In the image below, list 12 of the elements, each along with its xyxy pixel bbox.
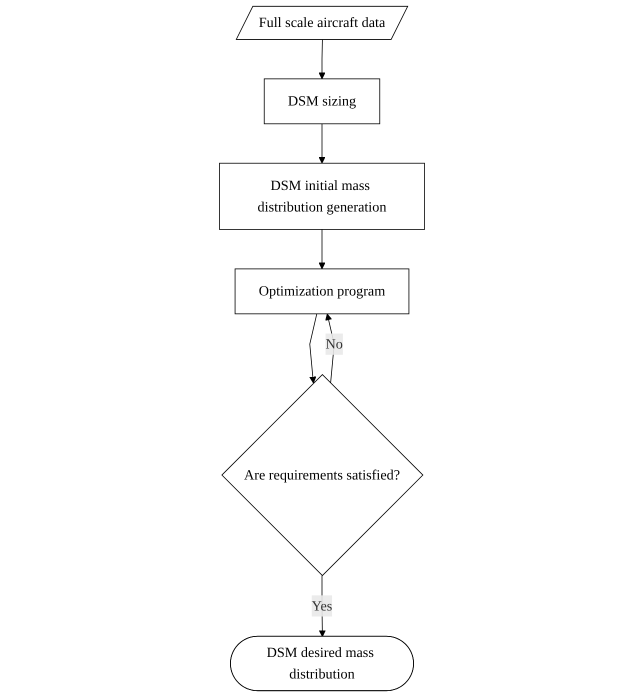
arrow <box>318 123 325 164</box>
arrow <box>318 575 326 637</box>
node-diamond: Are requirements satisfied? <box>220 374 423 576</box>
node-box: DSM sizing <box>263 78 380 124</box>
edge-label: No <box>325 336 342 352</box>
node-box: DSM initial mass distribution generation <box>218 162 424 230</box>
arrow <box>318 229 325 270</box>
edge-label: Yes <box>311 598 332 614</box>
arrow <box>318 39 325 80</box>
arrow <box>324 314 334 384</box>
arrow <box>308 313 317 384</box>
node-box: Optimization program <box>234 268 409 314</box>
